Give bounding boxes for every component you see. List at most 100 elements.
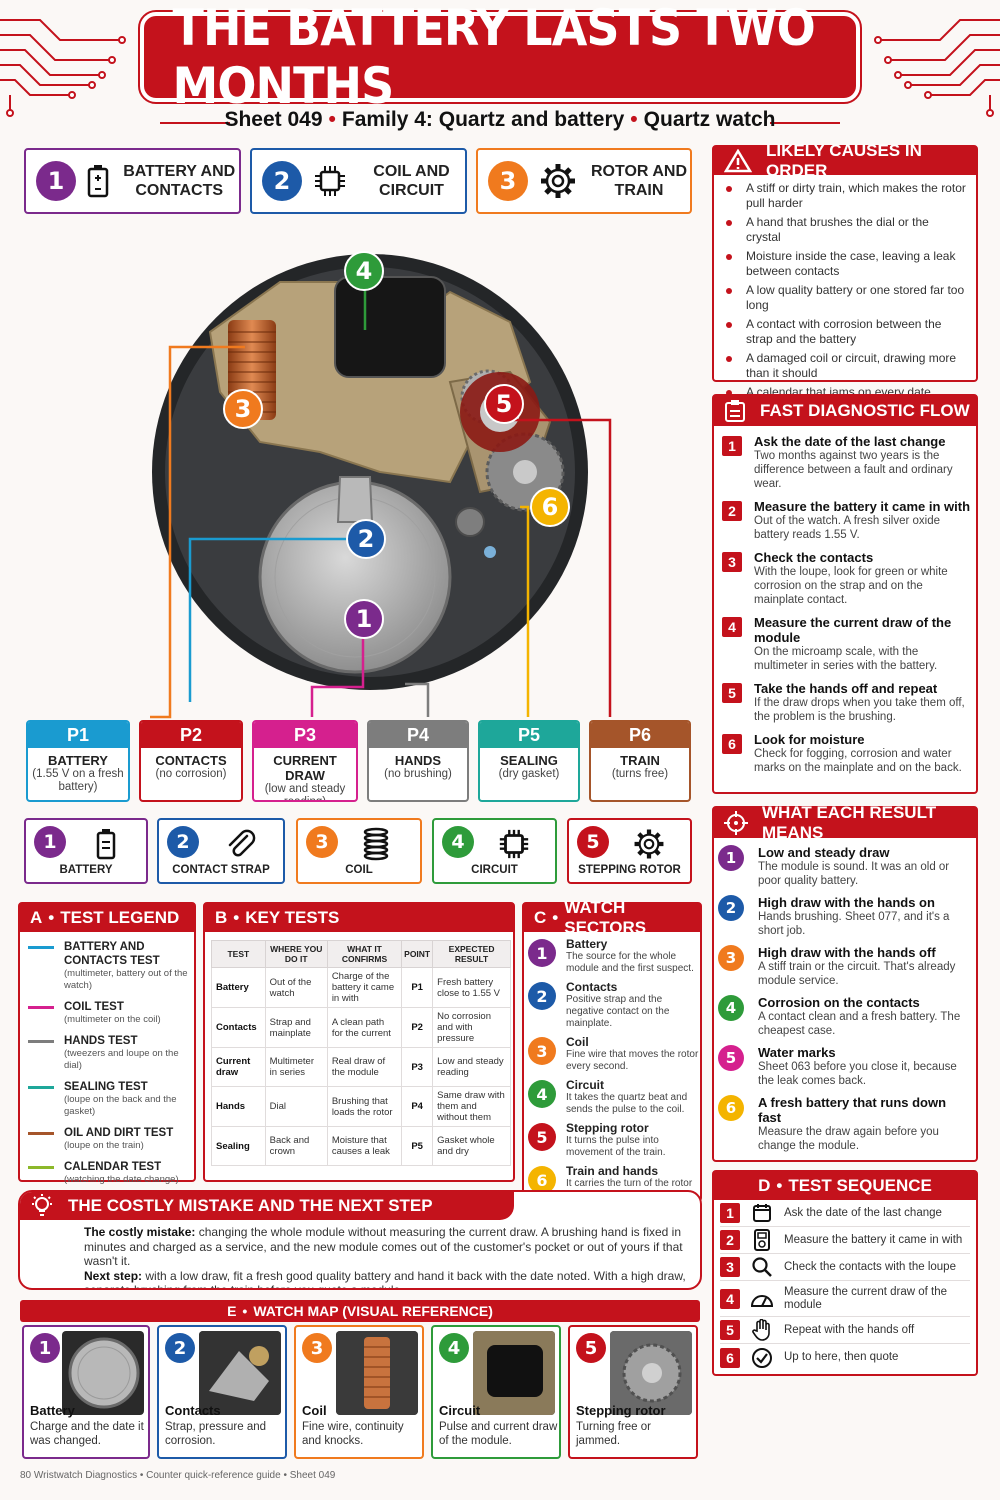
category-label: Rotor and train: [591, 163, 687, 199]
result-desc: Measure the draw again before you change…: [758, 1126, 939, 1152]
legend-item: Calendar test(watching the date change): [20, 1160, 194, 1186]
legend-title: Hands test: [64, 1035, 138, 1047]
sequence-step: 4 Measure the current draw of the module: [720, 1281, 970, 1317]
legend-sub: (watching the date change): [64, 1174, 179, 1185]
legend-sub: (loupe on the back and the gasket): [64, 1094, 177, 1117]
result-desc: Hands brushing. Sheet 077, and it's a sh…: [758, 911, 950, 937]
warning-icon: [724, 149, 752, 173]
cause-item: A low quality battery or one stored far …: [726, 283, 966, 313]
component-number: 5: [577, 826, 609, 858]
panel-likely-causes: Likely causes in order A stiff or dirty …: [712, 141, 978, 414]
component-number: 3: [306, 826, 338, 858]
result-desc: Sheet 063 before you close it, because t…: [758, 1061, 957, 1087]
table-header: Where you do it: [264, 940, 328, 968]
step-number: 5: [722, 683, 742, 703]
contacts-photo: [199, 1331, 281, 1415]
causes-list: A stiff or dirty train, which makes the …: [714, 175, 976, 415]
point-sub: (low and steady reading): [264, 783, 346, 802]
step-title: Check the contacts: [754, 550, 874, 565]
step-text: Measure the battery it came in with: [784, 1233, 963, 1246]
legend-title: Sealing test: [64, 1081, 148, 1093]
coil-icon: [358, 826, 394, 862]
sector-number: 2: [528, 982, 556, 1010]
panel-title: Test sequence: [788, 1176, 932, 1195]
section-letter: A: [30, 908, 43, 927]
panel-test-legend: A•Test legend Battery and contacts test(…: [18, 902, 196, 1185]
sector-desc: Fine wire that moves the rotor every sec…: [566, 1049, 699, 1072]
gear-icon: [631, 826, 667, 862]
card-desc: Turning free or jammed.: [576, 1421, 651, 1447]
table-header: Test: [211, 940, 266, 968]
sector-desc: The source for the whole module and the …: [566, 951, 694, 974]
footer: 80 Wristwatch Diagnostics • Counter quic…: [20, 1470, 336, 1481]
step-title: Measure the battery it came in with: [754, 499, 971, 514]
mistake-text: changing the whole module without measur…: [84, 1225, 683, 1268]
card-number: 2: [165, 1333, 195, 1363]
point-sub: (dry gasket): [498, 768, 560, 780]
panel-title: Fast diagnostic flow: [760, 401, 970, 420]
page-title: THE BATTERY LASTS TWO MONTHS: [172, 0, 815, 115]
panel-title: Key tests: [245, 908, 340, 927]
step-number: 6: [720, 1347, 740, 1368]
result-number: 5: [718, 1045, 744, 1071]
panel-key-tests: B•Key tests Test Where you do it What it…: [203, 902, 515, 1182]
point-title: Current draw: [273, 753, 337, 783]
chip-icon: [496, 826, 532, 862]
component-number: 1: [34, 826, 66, 858]
circuit-block: [334, 276, 446, 378]
table-header: What it confirms: [326, 940, 403, 968]
step-number: 4: [720, 1288, 740, 1309]
card-title: Battery: [30, 1403, 75, 1418]
point-code: P3: [254, 722, 356, 748]
step-text: Repeat with the hands off: [784, 1323, 915, 1336]
component-number: 2: [167, 826, 199, 858]
map-card-contacts: 2 Contacts Strap, pressure and corrosion…: [157, 1325, 287, 1459]
legend-item: Oil and dirt test(loupe on the train): [20, 1126, 194, 1152]
component-label: Stepping rotor: [578, 864, 681, 876]
legend-sub: (multimeter, battery out of the watch): [64, 968, 188, 991]
next-step-label: Next step:: [84, 1268, 143, 1283]
point-p1: P1 Battery (1.55 V on a fresh battery): [26, 720, 130, 802]
cause-item: A contact with corrosion between the str…: [726, 317, 966, 347]
component-circuit: 4 Circuit: [432, 818, 557, 884]
result-title: A fresh battery that runs down fast: [758, 1095, 947, 1125]
step-number: 1: [720, 1203, 740, 1223]
component-label: Circuit: [471, 864, 518, 876]
sector-number: 6: [528, 1166, 556, 1194]
result-number: 3: [718, 945, 744, 971]
sector-number: 3: [528, 1037, 556, 1065]
category-battery-contacts: 1 Battery and contacts: [24, 148, 241, 214]
point-sub: (1.55 V on a fresh battery): [32, 768, 124, 793]
category-coil-circuit: 2 Coil and circuit: [250, 148, 467, 214]
rotor-photo: [610, 1331, 692, 1415]
hand-icon: [750, 1318, 774, 1342]
legend-title: Coil test: [64, 1001, 124, 1013]
point-title: Sealing: [500, 753, 558, 768]
table-header: Point: [401, 940, 434, 968]
point-p4: P4 Hands (no brushing): [367, 720, 469, 802]
card-number: 3: [302, 1333, 332, 1363]
lightbulb-icon: [30, 1194, 54, 1218]
category-label: Coil and circuit: [373, 163, 450, 199]
check-icon: [750, 1346, 774, 1370]
category-number: 1: [36, 161, 76, 201]
subtitle: Sheet 049•Family 4: Quartz and battery•Q…: [224, 108, 776, 131]
step-text: Measure the current draw of the module: [784, 1285, 947, 1311]
card-desc: Strap, pressure and corrosion.: [165, 1421, 267, 1447]
card-number: 5: [576, 1333, 606, 1363]
battery-icon: [86, 161, 109, 201]
step-title: Measure the current draw of the module: [754, 615, 952, 645]
